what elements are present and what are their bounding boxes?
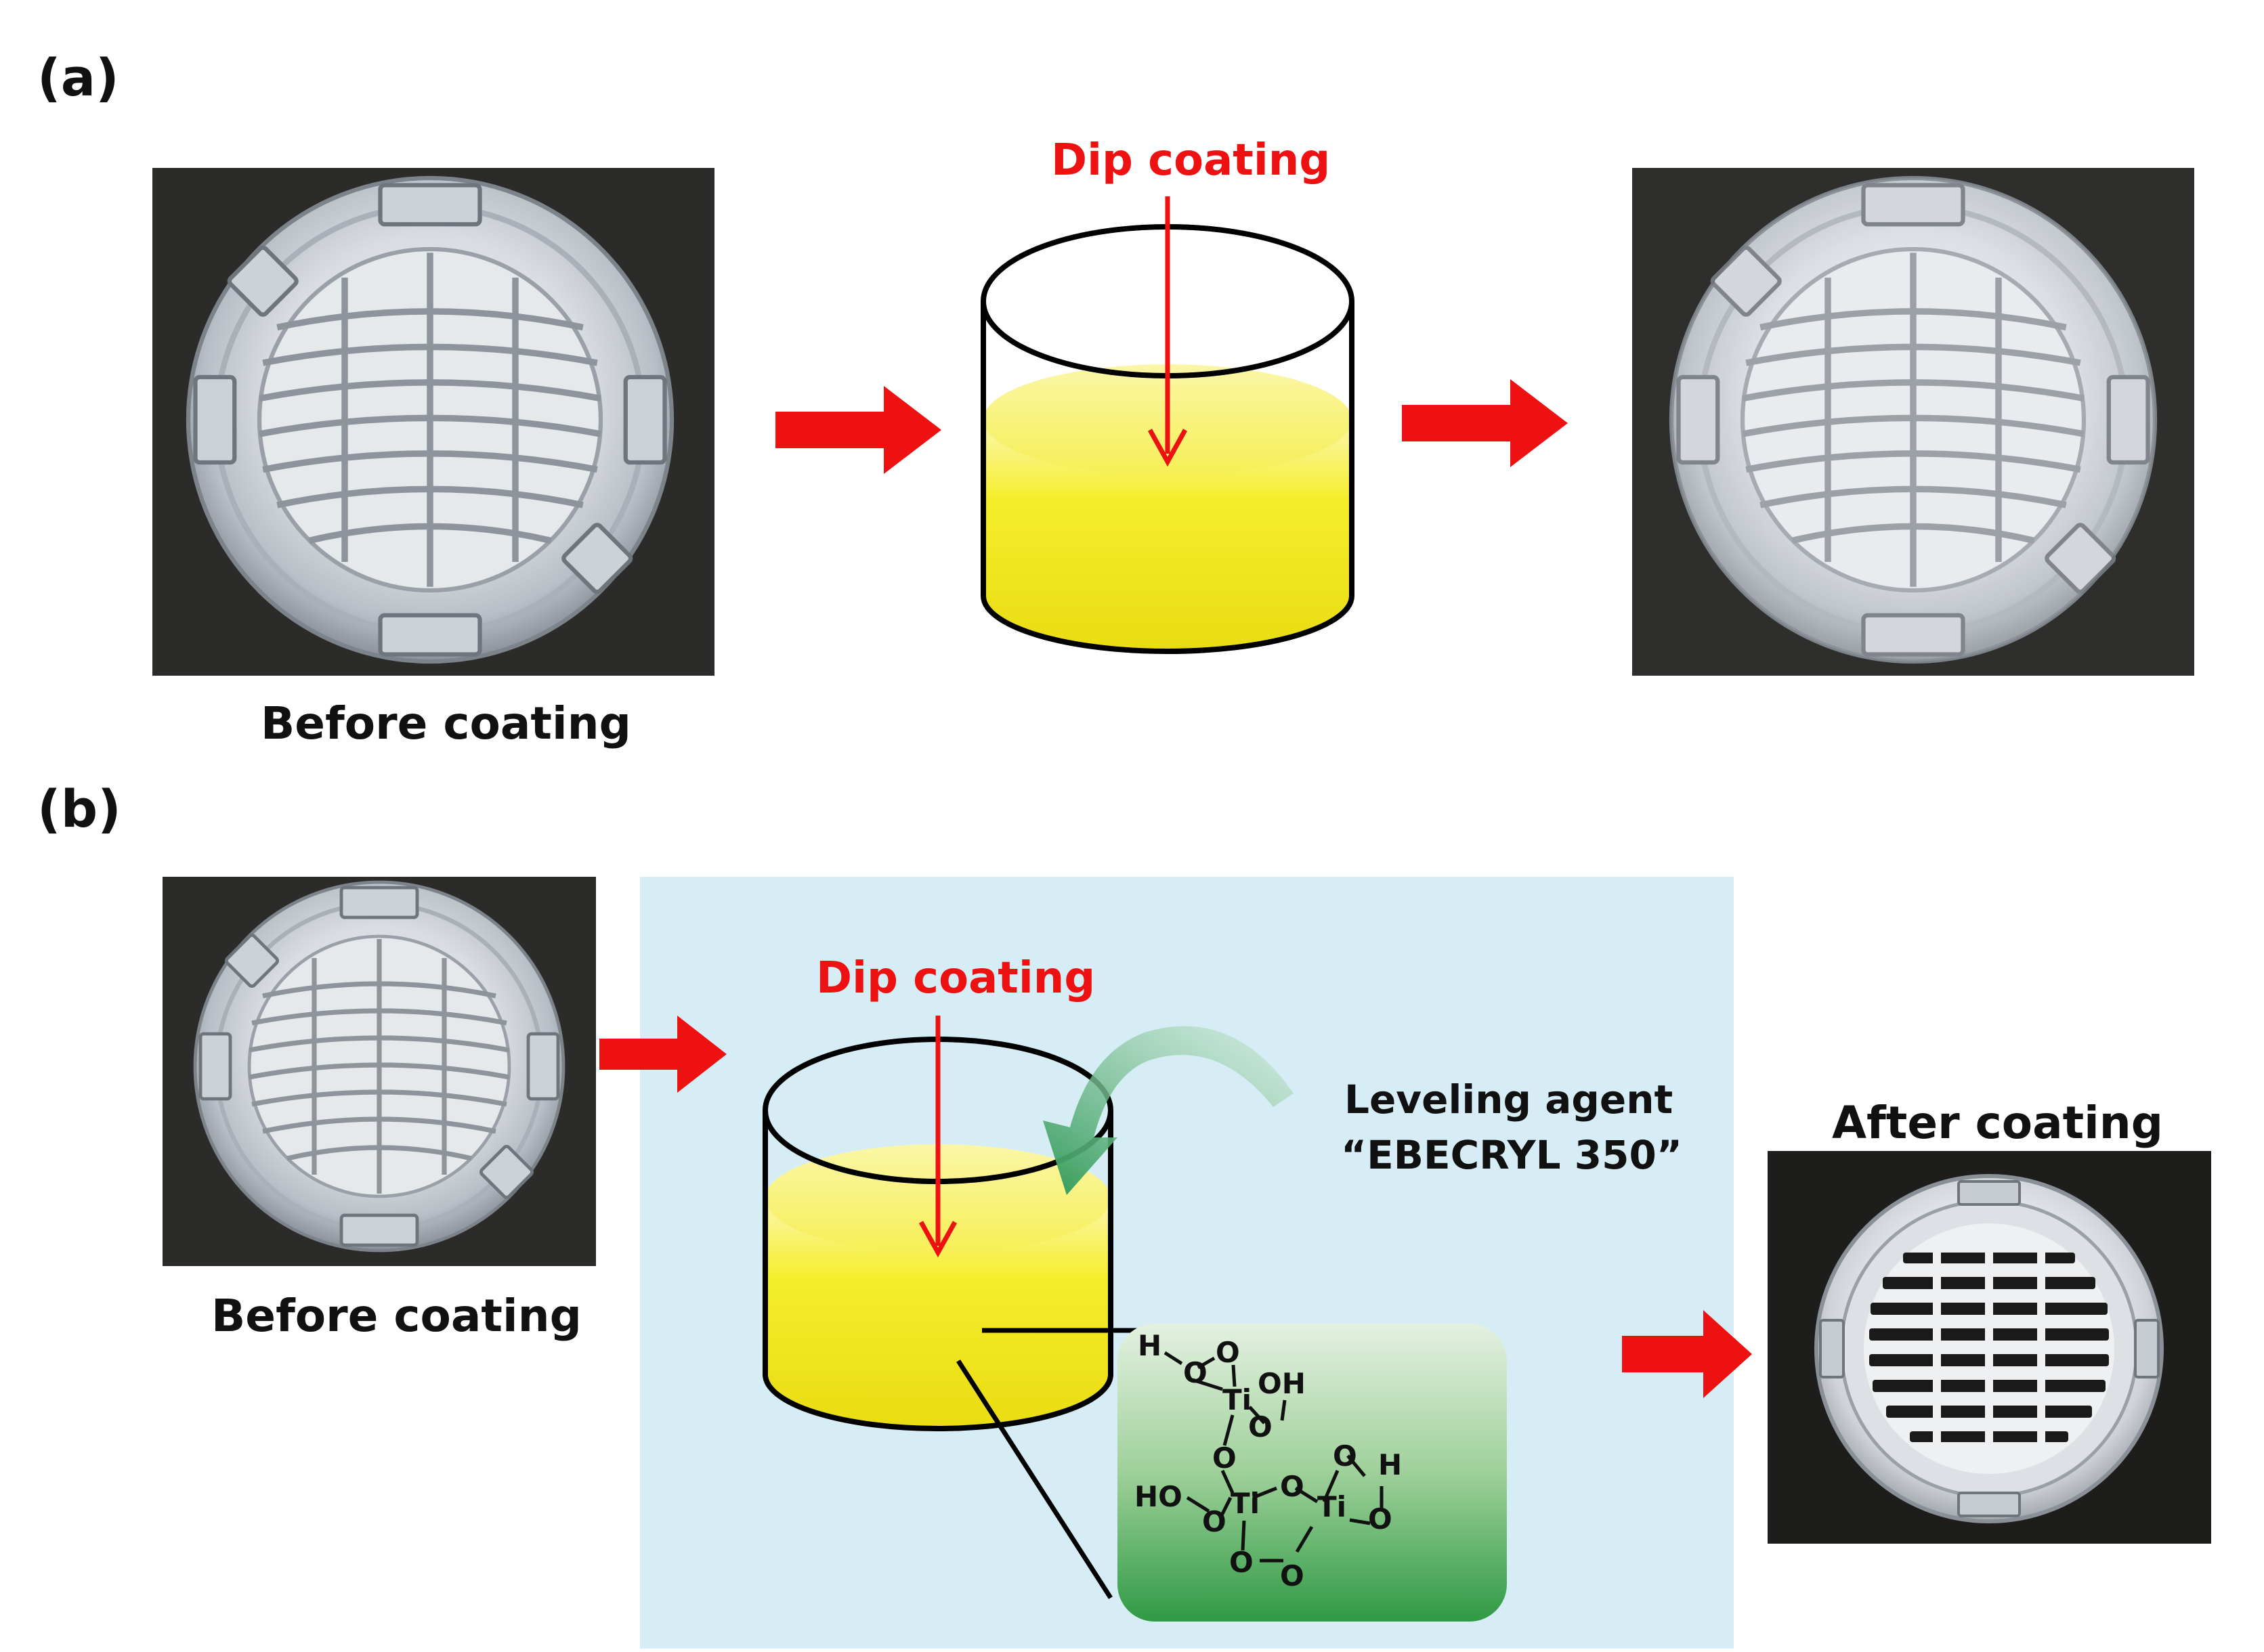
- dip-coating-beaker: [981, 196, 1354, 654]
- svg-text:H: H: [1378, 1448, 1402, 1481]
- before-coating-photo: [152, 168, 714, 676]
- svg-text:Ti: Ti: [1317, 1490, 1346, 1523]
- before-coating-caption: Before coating: [211, 1290, 582, 1342]
- titanium-peroxo-structure: H O O Ti OH O O HO O Ti O Ti O H O O O: [1117, 1324, 1507, 1622]
- leveling-agent-name: “EBECRYL 350”: [1341, 1132, 1682, 1178]
- svg-text:O: O: [1216, 1336, 1240, 1369]
- panel-b-label: (b): [37, 779, 121, 839]
- before-coating-caption: Before coating: [261, 697, 631, 749]
- svg-text:H: H: [1138, 1329, 1161, 1362]
- before-coating-photo: [163, 877, 596, 1266]
- svg-text:O: O: [1280, 1470, 1304, 1503]
- process-arrow-right: [599, 1016, 727, 1093]
- svg-text:O: O: [1368, 1502, 1392, 1536]
- after-coating-photo: [1768, 1151, 2211, 1544]
- svg-text:Ti: Ti: [1231, 1487, 1260, 1520]
- process-arrow-right: [775, 386, 941, 474]
- svg-text:HO: HO: [1134, 1480, 1182, 1513]
- svg-text:O: O: [1183, 1356, 1208, 1389]
- dip-coating-label: Dip coating: [816, 953, 1096, 1003]
- svg-text:O: O: [1333, 1439, 1357, 1473]
- svg-text:OH: OH: [1258, 1367, 1306, 1400]
- process-arrow-right: [1402, 379, 1568, 467]
- after-coating-caption: After coating: [1832, 1097, 2164, 1149]
- svg-text:O: O: [1248, 1410, 1273, 1443]
- process-arrow-right: [1622, 1310, 1752, 1398]
- svg-text:O: O: [1280, 1559, 1304, 1592]
- panel-a-label: (a): [37, 47, 119, 108]
- coated-part-photo: [1632, 168, 2194, 676]
- svg-text:O: O: [1202, 1505, 1226, 1538]
- leveling-agent-label: Leveling agent: [1344, 1077, 1673, 1123]
- svg-text:Ti: Ti: [1222, 1383, 1252, 1416]
- zoom-callout-lines: [956, 1328, 1138, 1599]
- svg-text:O: O: [1229, 1546, 1254, 1579]
- svg-text:O: O: [1212, 1441, 1237, 1475]
- dip-coating-label: Dip coating: [1051, 135, 1331, 186]
- leveling-agent-arrow: [1043, 1026, 1294, 1195]
- dip-coating-beaker: [763, 1016, 1113, 1431]
